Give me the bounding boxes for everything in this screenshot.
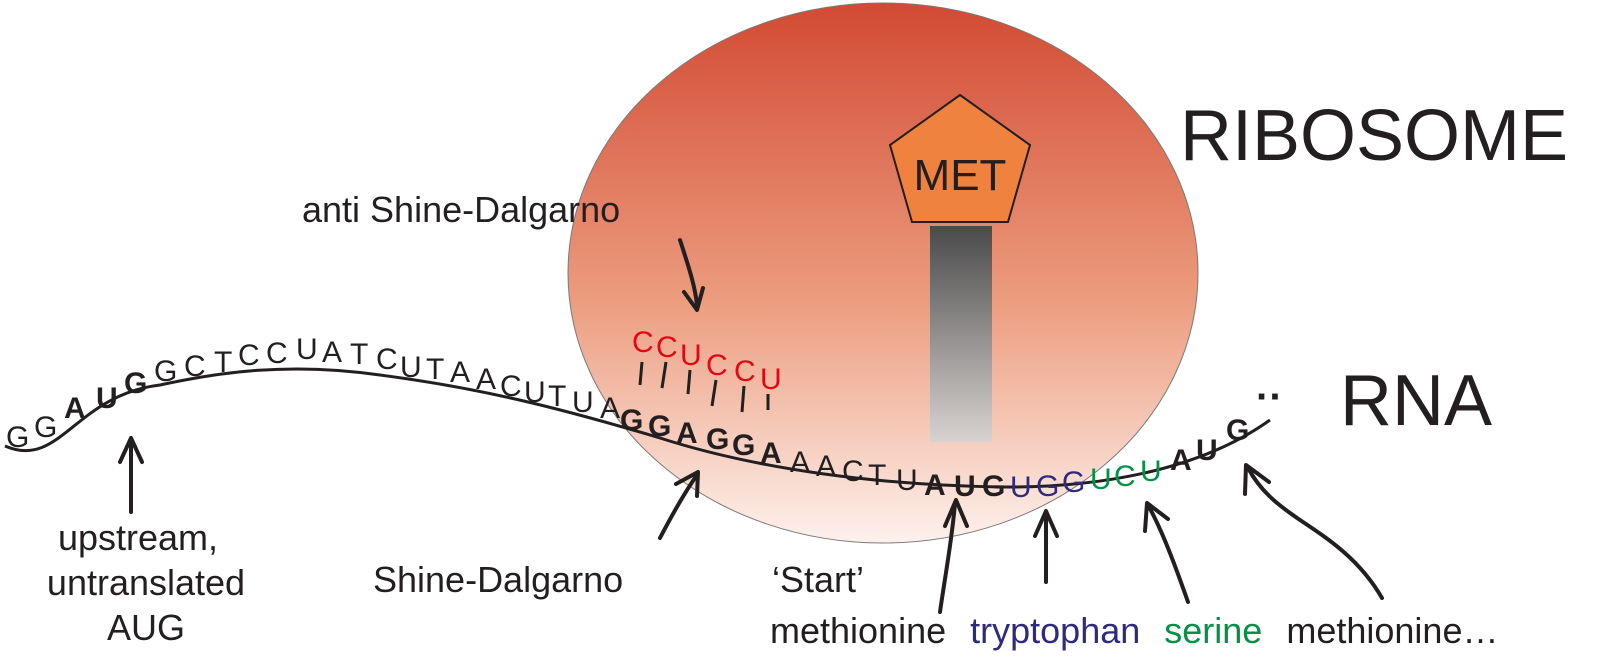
nucleotide: C	[842, 455, 864, 488]
nucleotide: G	[982, 470, 1005, 503]
met-pentagon	[888, 93, 1032, 223]
nucleotide: C	[1114, 460, 1136, 493]
ribosome-label: RIBOSOME	[1180, 96, 1568, 176]
codon-serine: serine	[1164, 610, 1262, 651]
nucleotide: U	[1090, 463, 1112, 496]
nucleotide: U	[896, 464, 918, 497]
nucleotide: U	[524, 376, 546, 409]
nucleotide: C	[266, 337, 288, 370]
nucleotide: U	[1010, 471, 1032, 504]
nucleotide: G	[1226, 414, 1249, 447]
nucleotide: A	[600, 392, 620, 425]
nucleotide: G	[706, 423, 729, 456]
nucleotide: U	[1196, 434, 1218, 467]
rna-label: RNA	[1340, 361, 1492, 441]
anti-sd-nucleotide: U	[760, 363, 782, 396]
arrow-serine	[1143, 501, 1190, 604]
anti-sd-nucleotide: C	[734, 355, 756, 388]
nucleotide: U	[296, 333, 318, 366]
nucleotide: U	[572, 386, 594, 419]
base-pair-ticks	[638, 361, 770, 413]
nucleotide: T	[548, 380, 566, 413]
sequence-ellipsis: ··	[1256, 375, 1283, 419]
upstream-label-line3: AUG	[107, 607, 185, 648]
arrow-tryptophan	[1033, 509, 1059, 584]
met-label: MET	[914, 151, 1007, 200]
nucleotide: U	[1140, 455, 1162, 488]
nucleotide: A	[790, 446, 810, 479]
rna-strand	[4, 367, 1271, 489]
arrows	[118, 238, 1384, 614]
nucleotide: C	[184, 350, 206, 383]
arrow-anti-shine-dalgarno	[678, 238, 705, 312]
nucleotide: U	[96, 382, 118, 415]
nucleotide: A	[64, 392, 86, 425]
anti-sd-nucleotide: C	[632, 326, 654, 359]
nucleotide: G	[620, 404, 643, 437]
anti-sd-nucleotide: U	[680, 339, 702, 372]
codon-tryptophan: tryptophan	[970, 610, 1140, 651]
nucleotide: G	[1062, 466, 1085, 499]
arrow-shine-dalgarno	[658, 470, 700, 540]
codon-labels: methionine tryptophan serine methionine…	[770, 610, 1498, 651]
nucleotide: A	[322, 336, 342, 369]
nucleotide: U	[400, 351, 422, 384]
nucleotide: A	[676, 417, 698, 450]
nucleotide: A	[816, 450, 836, 483]
arrow-upstream-aug	[118, 436, 144, 514]
upstream-label-line2: untranslated	[47, 562, 245, 603]
nucleotide: G	[34, 411, 57, 444]
nucleotide: T	[868, 459, 886, 492]
nucleotide: C	[376, 343, 398, 376]
nucleotide: C	[500, 370, 522, 403]
nucleotide: A	[450, 356, 470, 389]
upstream-label-line1: upstream,	[58, 517, 218, 558]
nucleotide: C	[238, 339, 260, 372]
shine-dalgarno-label: Shine-Dalgarno	[373, 559, 623, 600]
ribosome-shape	[567, 2, 1199, 544]
nucleotide: A	[760, 437, 782, 470]
anti-sd-nucleotide: C	[706, 349, 728, 382]
nucleotide: T	[426, 353, 444, 386]
nucleotide: A	[1170, 444, 1192, 477]
nucleotide: G	[154, 355, 177, 388]
anti-sd-nucleotide: C	[656, 331, 678, 364]
start-label: ‘Start’	[772, 559, 864, 600]
nucleotide: G	[732, 429, 755, 462]
codon-methionine-next: methionine…	[1286, 610, 1498, 651]
trna-stem	[930, 226, 992, 442]
nucleotide: G	[124, 367, 147, 400]
arrow-methionine-next	[1243, 463, 1384, 600]
anti-shine-dalgarno-label: anti Shine-Dalgarno	[302, 189, 620, 230]
codon-methionine: methionine	[770, 610, 946, 651]
nucleotide: T	[350, 338, 368, 371]
nucleotide: U	[954, 470, 976, 503]
nucleotide: G	[648, 410, 671, 443]
nucleotide: G	[6, 421, 29, 454]
nucleotide: A	[924, 469, 946, 502]
nucleotide: G	[1036, 470, 1059, 503]
arrow-start-methionine	[938, 498, 969, 614]
nucleotide: T	[214, 346, 232, 379]
nucleotide: A	[476, 363, 496, 396]
